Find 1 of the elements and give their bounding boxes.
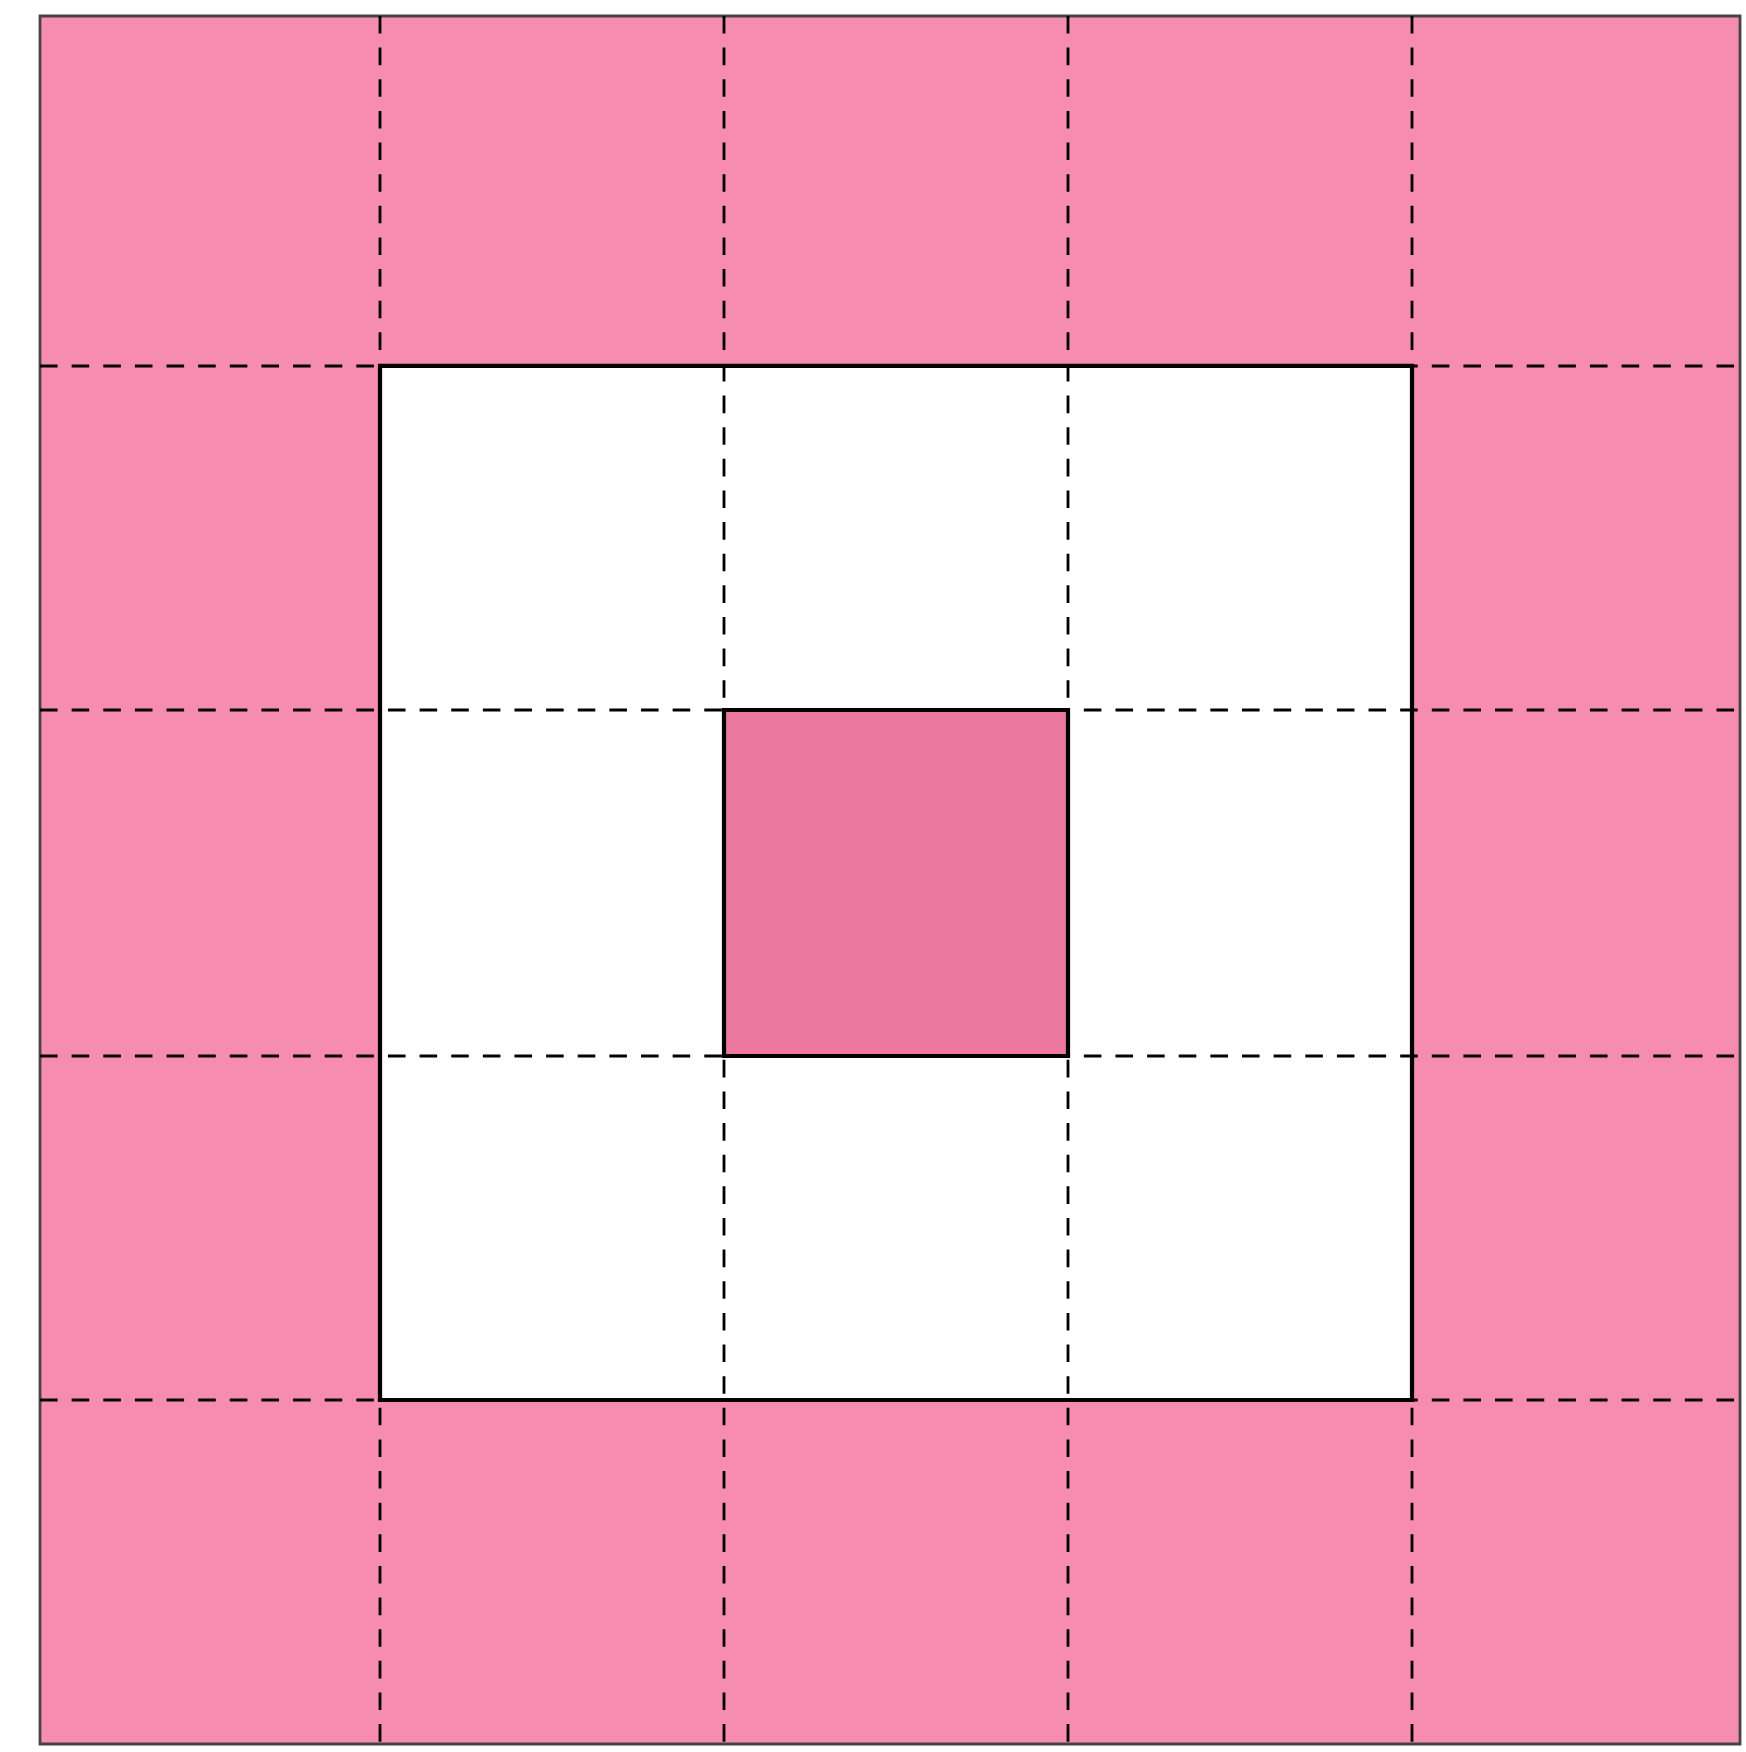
center-square	[721, 707, 1071, 1059]
